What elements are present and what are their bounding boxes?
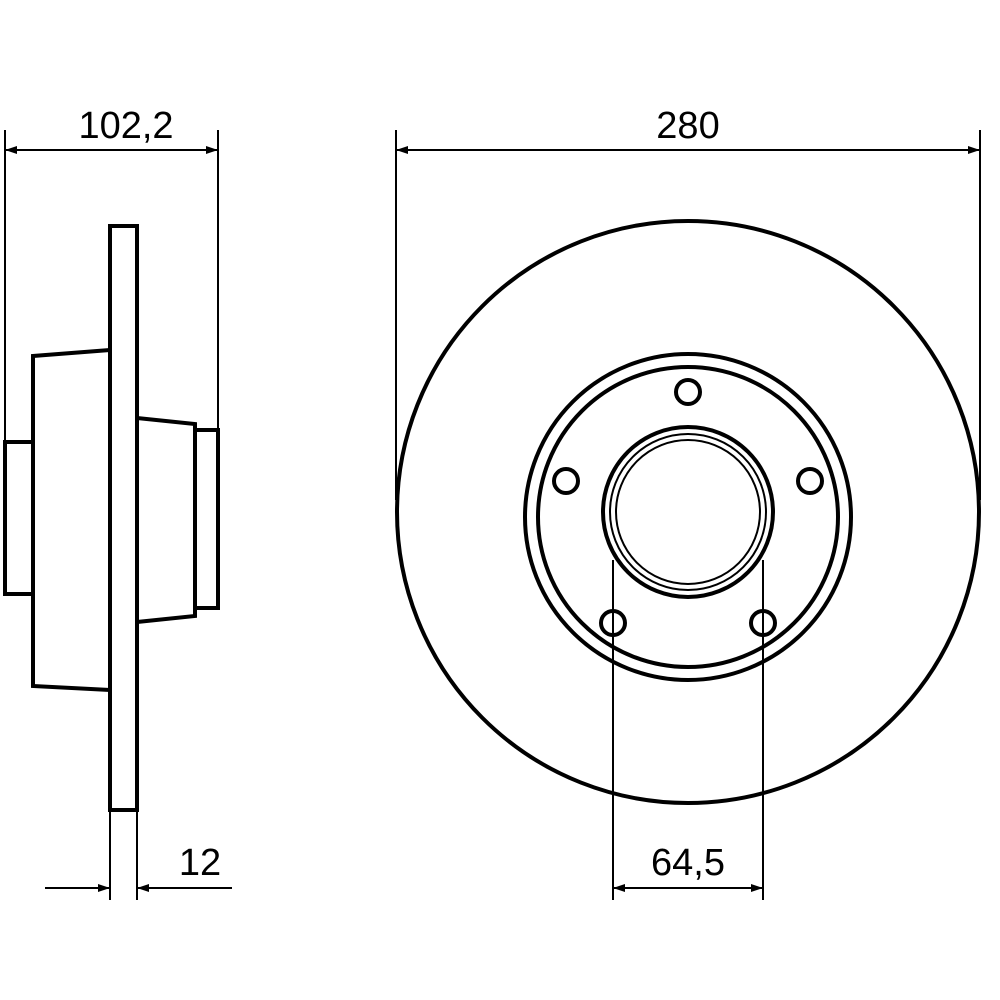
bolt-hole (552, 467, 580, 495)
rear-stub (3, 440, 35, 596)
front-flange (193, 428, 220, 610)
center-bore (601, 425, 775, 599)
bolt-hole (796, 467, 824, 495)
bolt-hole (674, 378, 702, 406)
front-hub (136, 416, 197, 624)
rear-hub (31, 348, 111, 692)
dim-bolt-circle: 64,5 (651, 842, 725, 884)
dim-outer-diameter: 280 (656, 105, 719, 147)
dim-hub-height: 102,2 (78, 105, 173, 147)
dim-disc-thickness: 12 (179, 842, 221, 884)
front-view: 280 64,5 (395, 105, 981, 900)
side-view: 102,2 12 (3, 105, 232, 900)
disc-plate (108, 224, 139, 812)
outer-rim (395, 219, 981, 805)
